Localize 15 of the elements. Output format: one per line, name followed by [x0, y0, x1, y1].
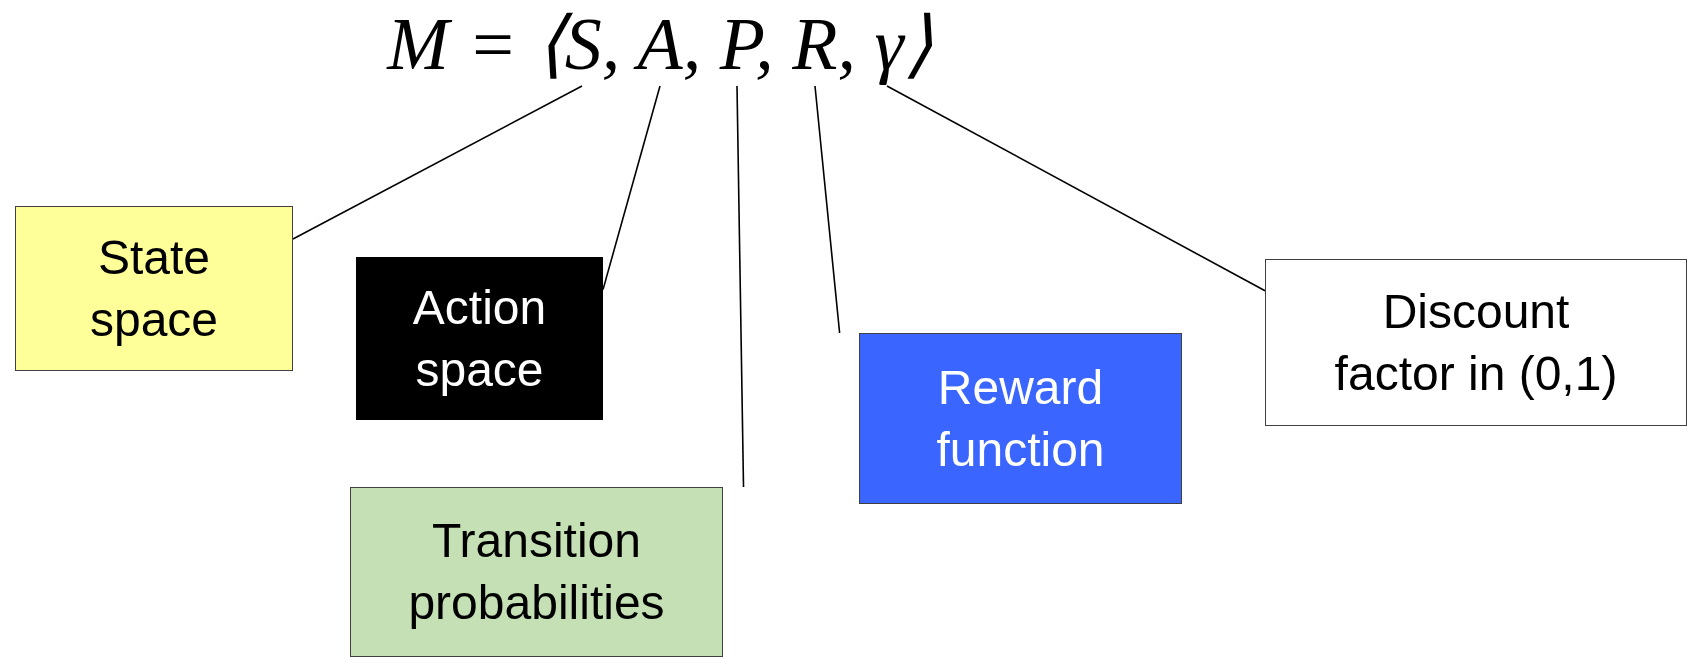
box-label: Action space [411, 279, 548, 398]
leader-line [886, 85, 1266, 292]
box-label: Transition probabilities [407, 513, 666, 631]
transition-box [350, 487, 723, 657]
box-label: State space [88, 229, 220, 348]
box-label: Reward function [935, 359, 1106, 478]
leader-line [814, 85, 841, 334]
action-box [356, 257, 603, 420]
reward-box [859, 333, 1182, 504]
leader-line [736, 85, 745, 488]
state-box [15, 206, 293, 371]
formula-text: M = ⟨S, A, P, R, γ⟩ [387, 2, 933, 87]
discount-box [1265, 259, 1687, 426]
leader-line [292, 85, 583, 240]
box-label: Discount factor in (0,1) [1333, 283, 1619, 402]
